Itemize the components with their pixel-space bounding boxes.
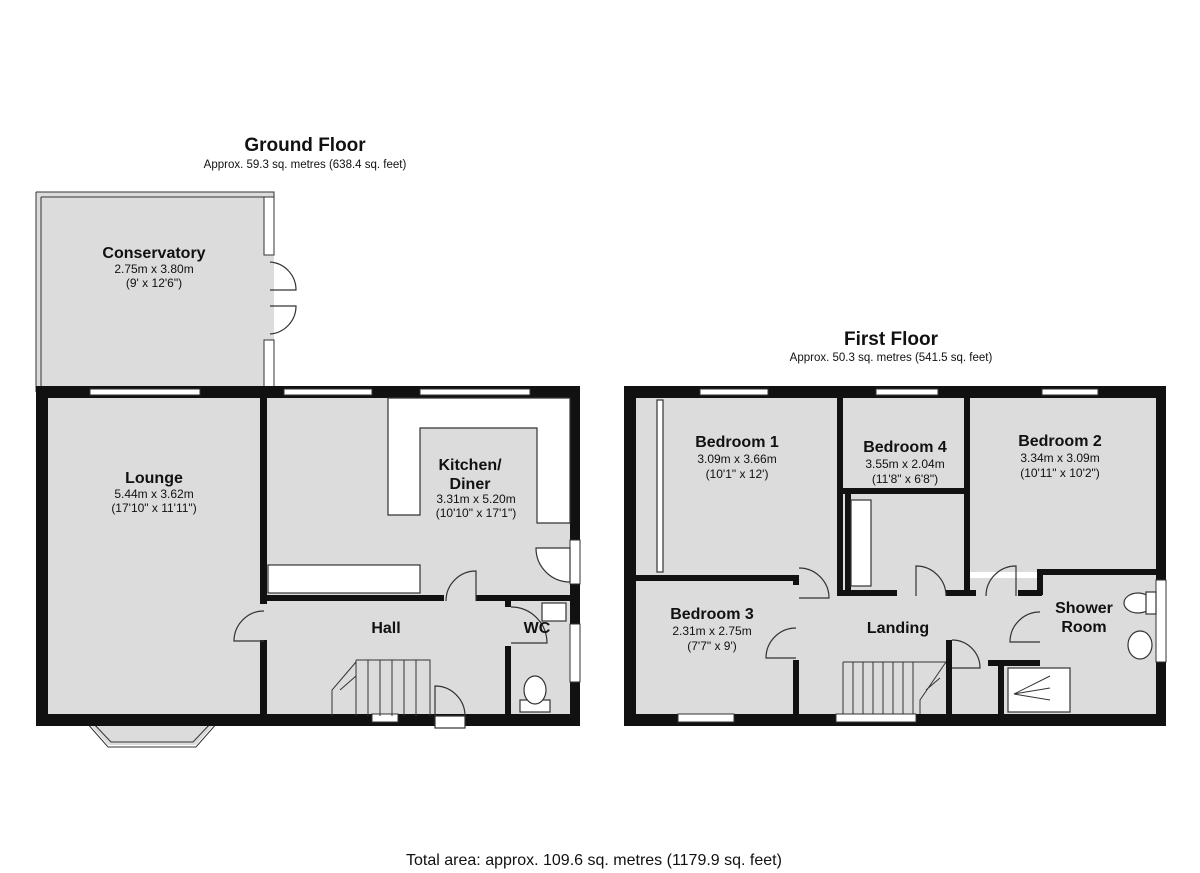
- bedroom4-imperial: (11'8" x 6'8"): [872, 472, 938, 486]
- shower-name-line1: Shower: [1055, 600, 1113, 617]
- total-area: Total area: approx. 109.6 sq. metres (11…: [406, 852, 782, 869]
- conservatory-name: Conservatory: [102, 245, 205, 262]
- bedroom1-imperial: (10'1" x 12'): [706, 467, 769, 481]
- ground-floor: Ground Floor Approx. 59.3 sq. metres (63…: [35, 135, 581, 748]
- lounge-imperial: (17'10" x 11'11"): [111, 501, 196, 515]
- bedroom4-name: Bedroom 4: [863, 439, 947, 456]
- lounge-metric: 5.44m x 3.62m: [114, 487, 193, 501]
- bedroom2-name: Bedroom 2: [1018, 433, 1102, 450]
- bedroom1-name: Bedroom 1: [695, 434, 779, 451]
- first-stairs: [842, 661, 947, 714]
- first-floor-title: First Floor: [844, 329, 939, 350]
- kitchen-counter: [387, 397, 571, 524]
- bedroom-2: [968, 392, 1162, 572]
- kitchen-imperial: (10'10" x 17'1"): [436, 506, 516, 520]
- ground-stairs: [331, 659, 431, 716]
- wc-basin: [541, 602, 567, 622]
- conservatory-metric: 2.75m x 3.80m: [114, 262, 193, 276]
- bedroom3-metric: 2.31m x 2.75m: [672, 624, 751, 638]
- conservatory-imperial: (9' x 12'6"): [126, 276, 182, 290]
- hall-name: Hall: [371, 620, 400, 637]
- conservatory: [35, 191, 297, 392]
- ground-floor-area: Approx. 59.3 sq. metres (638.4 sq. feet): [204, 159, 407, 171]
- lounge-name: Lounge: [125, 470, 183, 487]
- wc-name: WC: [524, 620, 551, 637]
- kitchen-name-line1: Kitchen/: [438, 457, 502, 474]
- landing-name: Landing: [867, 620, 929, 637]
- bedroom1-metric: 3.09m x 3.66m: [697, 452, 776, 466]
- bedroom2-imperial: (10'11" x 10'2"): [1020, 466, 1100, 480]
- wc-toilet: [523, 675, 547, 705]
- hall: [264, 598, 510, 724]
- first-floor: First Floor Approx. 50.3 sq. metres (541…: [624, 329, 1167, 726]
- first-floor-area: Approx. 50.3 sq. metres (541.5 sq. feet): [790, 352, 993, 364]
- shower-basin: [1127, 630, 1153, 660]
- ground-floor-title: Ground Floor: [244, 135, 366, 156]
- shower-name-line2: Room: [1061, 619, 1106, 636]
- bedroom3-imperial: (7'7" x 9'): [687, 639, 737, 653]
- bedroom4-metric: 3.55m x 2.04m: [865, 457, 944, 471]
- bedroom-4: [840, 392, 968, 492]
- bedroom3-name: Bedroom 3: [670, 606, 754, 623]
- bedroom2-metric: 3.34m x 3.09m: [1020, 451, 1099, 465]
- bedroom-1: [630, 392, 840, 578]
- kitchen-counter-lower: [267, 564, 421, 594]
- lounge: [38, 392, 264, 724]
- kitchen-name-line2: Diner: [450, 476, 491, 493]
- bedroom-3: [630, 578, 796, 724]
- kitchen-metric: 3.31m x 5.20m: [436, 492, 515, 506]
